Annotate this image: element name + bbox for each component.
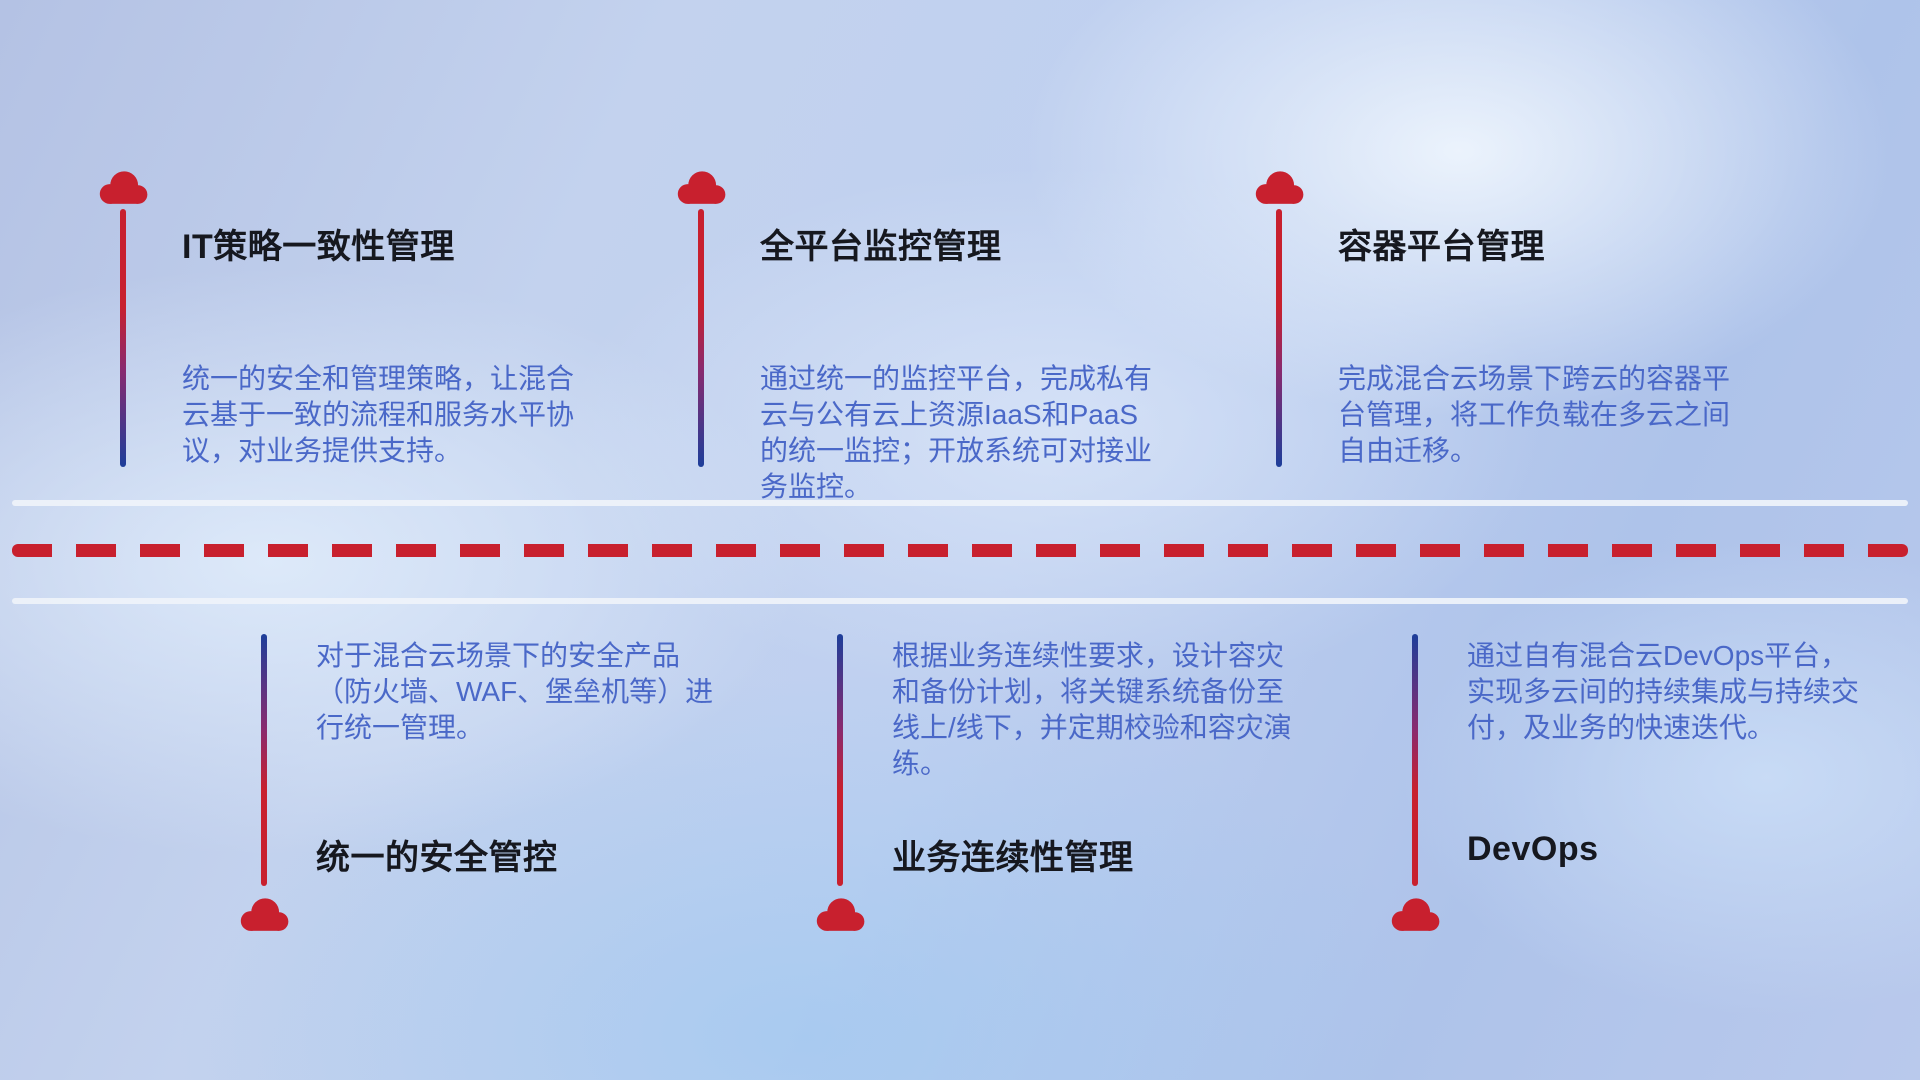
cloud-icon	[94, 167, 152, 207]
capability-description: 根据业务连续性要求，设计容灾和备份计划，将关键系统备份至线上/线下，并定期校验和…	[892, 640, 1292, 779]
capability-bottom-security: 对于混合云场景下的安全产品（防火墙、WAF、堡垒机等）进行统一管理。 统一的安全…	[240, 634, 741, 944]
capability-title: DevOps	[1467, 830, 1599, 868]
capability-description: 统一的安全和管理策略，让混合云基于一致的流程和服务水平协议，对业务提供支持。	[182, 363, 575, 466]
capability-top-container-platform: 容器平台管理 完成混合云场景下跨云的容器平台管理，将工作负载在多云之间自由迁移。	[1250, 167, 1730, 477]
capability-bottom-business-continuity: 根据业务连续性要求，设计容灾和备份计划，将关键系统备份至线上/线下，并定期校验和…	[816, 634, 1317, 944]
capability-description: 通过自有混合云DevOps平台，实现多云间的持续集成与持续交付，及业务的快速迭代…	[1467, 640, 1860, 743]
capability-description: 通过统一的监控平台，完成私有云与公有云上资源IaaS和PaaS的统一监控；开放系…	[760, 363, 1153, 502]
cloud-icon	[811, 894, 869, 934]
connector-line	[698, 209, 704, 467]
connector-line	[1412, 634, 1418, 886]
capability-top-it-policy: IT策略一致性管理 统一的安全和管理策略，让混合云基于一致的流程和服务水平协议，…	[94, 167, 574, 477]
cloud-icon	[1386, 894, 1444, 934]
cloud-icon	[235, 894, 293, 934]
connector-line	[1276, 209, 1282, 467]
capability-title: 容器平台管理	[1338, 228, 1545, 266]
cloud-icon	[672, 167, 730, 207]
connector-line	[120, 209, 126, 467]
capability-description: 完成混合云场景下跨云的容器平台管理，将工作负载在多云之间自由迁移。	[1338, 363, 1731, 466]
divider-line-dashed	[12, 544, 1908, 557]
capability-title: 统一的安全管控	[316, 839, 558, 877]
capability-title: 业务连续性管理	[892, 839, 1134, 877]
cloud-icon	[1250, 167, 1308, 207]
capability-bottom-devops: 通过自有混合云DevOps平台，实现多云间的持续集成与持续交付，及业务的快速迭代…	[1391, 634, 1892, 944]
capability-title: 全平台监控管理	[760, 228, 1002, 266]
capability-top-monitoring: 全平台监控管理 通过统一的监控平台，完成私有云与公有云上资源IaaS和PaaS的…	[672, 167, 1152, 502]
connector-line	[261, 634, 267, 886]
connector-line	[837, 634, 843, 886]
capability-title: IT策略一致性管理	[182, 228, 455, 266]
capability-description: 对于混合云场景下的安全产品（防火墙、WAF、堡垒机等）进行统一管理。	[316, 640, 714, 743]
divider-line-top	[12, 500, 1908, 506]
divider-line-bottom	[12, 598, 1908, 604]
